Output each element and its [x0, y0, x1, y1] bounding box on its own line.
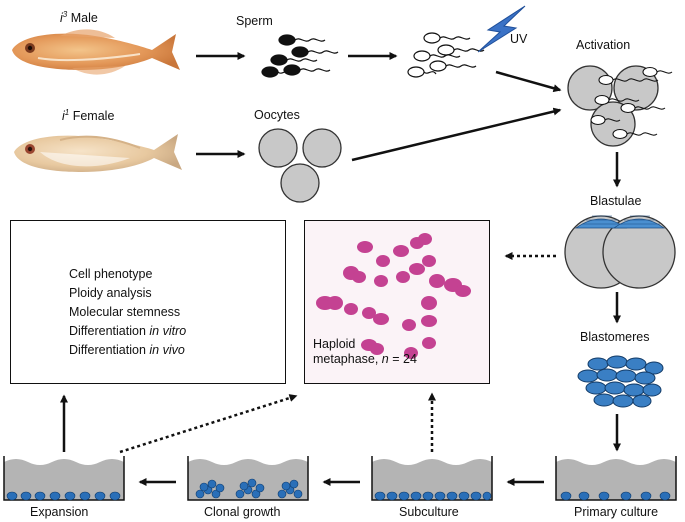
- male-fish-photo: [12, 29, 180, 75]
- assay-item: Cell phenotype: [69, 267, 153, 281]
- arrow-uv-to-activation: [495, 70, 562, 93]
- subculture-label: Subculture: [399, 505, 459, 519]
- assays-list: Cell phenotype Ploidy analysis Molecular…: [69, 265, 186, 360]
- oocytes-label: Oocytes: [254, 108, 300, 122]
- female-fish-label: i1 Female: [62, 108, 115, 124]
- assay-item: Molecular stemness: [69, 305, 181, 319]
- activation-label: Activation: [576, 38, 631, 52]
- sperm-cluster: [261, 34, 339, 78]
- lightning-bolt-icon: [477, 5, 526, 53]
- oocytes-cells: [258, 128, 342, 203]
- chromosome-spread: [316, 233, 471, 359]
- arrow-expansion-to-metaphase: [119, 394, 298, 454]
- assay-item: Ploidy analysis: [69, 286, 152, 300]
- arrow-oocytes-to-activation: [351, 107, 562, 162]
- activation-cells: [567, 65, 673, 147]
- expansion-dish: [3, 456, 125, 501]
- assay-item: Differentiation in vitro: [69, 324, 187, 338]
- primary-culture-dish: [555, 456, 677, 501]
- subculture-dish: [371, 456, 493, 501]
- clonal-growth-label: Clonal growth: [204, 505, 281, 519]
- sperm-label: Sperm: [236, 14, 273, 28]
- female-fish-photo: [14, 134, 182, 172]
- metaphase-photo-box: Haploid metaphase, n = 24: [304, 220, 490, 384]
- blastulae-embryos: [564, 215, 676, 289]
- expansion-label: Expansion: [30, 505, 89, 519]
- uv-irradiated-sperm: [407, 32, 485, 78]
- primary-culture-label: Primary culture: [574, 505, 659, 519]
- clonal-growth-dish: [187, 456, 309, 501]
- assay-item: Differentiation in vivo: [69, 343, 185, 357]
- blastulae-label: Blastulae: [590, 194, 642, 208]
- metaphase-caption: Haploid metaphase, n = 24: [313, 337, 417, 366]
- uv-label: UV: [510, 32, 528, 46]
- blastomeres-label: Blastomeres: [580, 330, 650, 344]
- assays-box: Cell phenotype Ploidy analysis Molecular…: [10, 220, 286, 384]
- male-fish-label: i3 Male: [60, 10, 98, 26]
- blastomeres-cluster: [577, 355, 664, 408]
